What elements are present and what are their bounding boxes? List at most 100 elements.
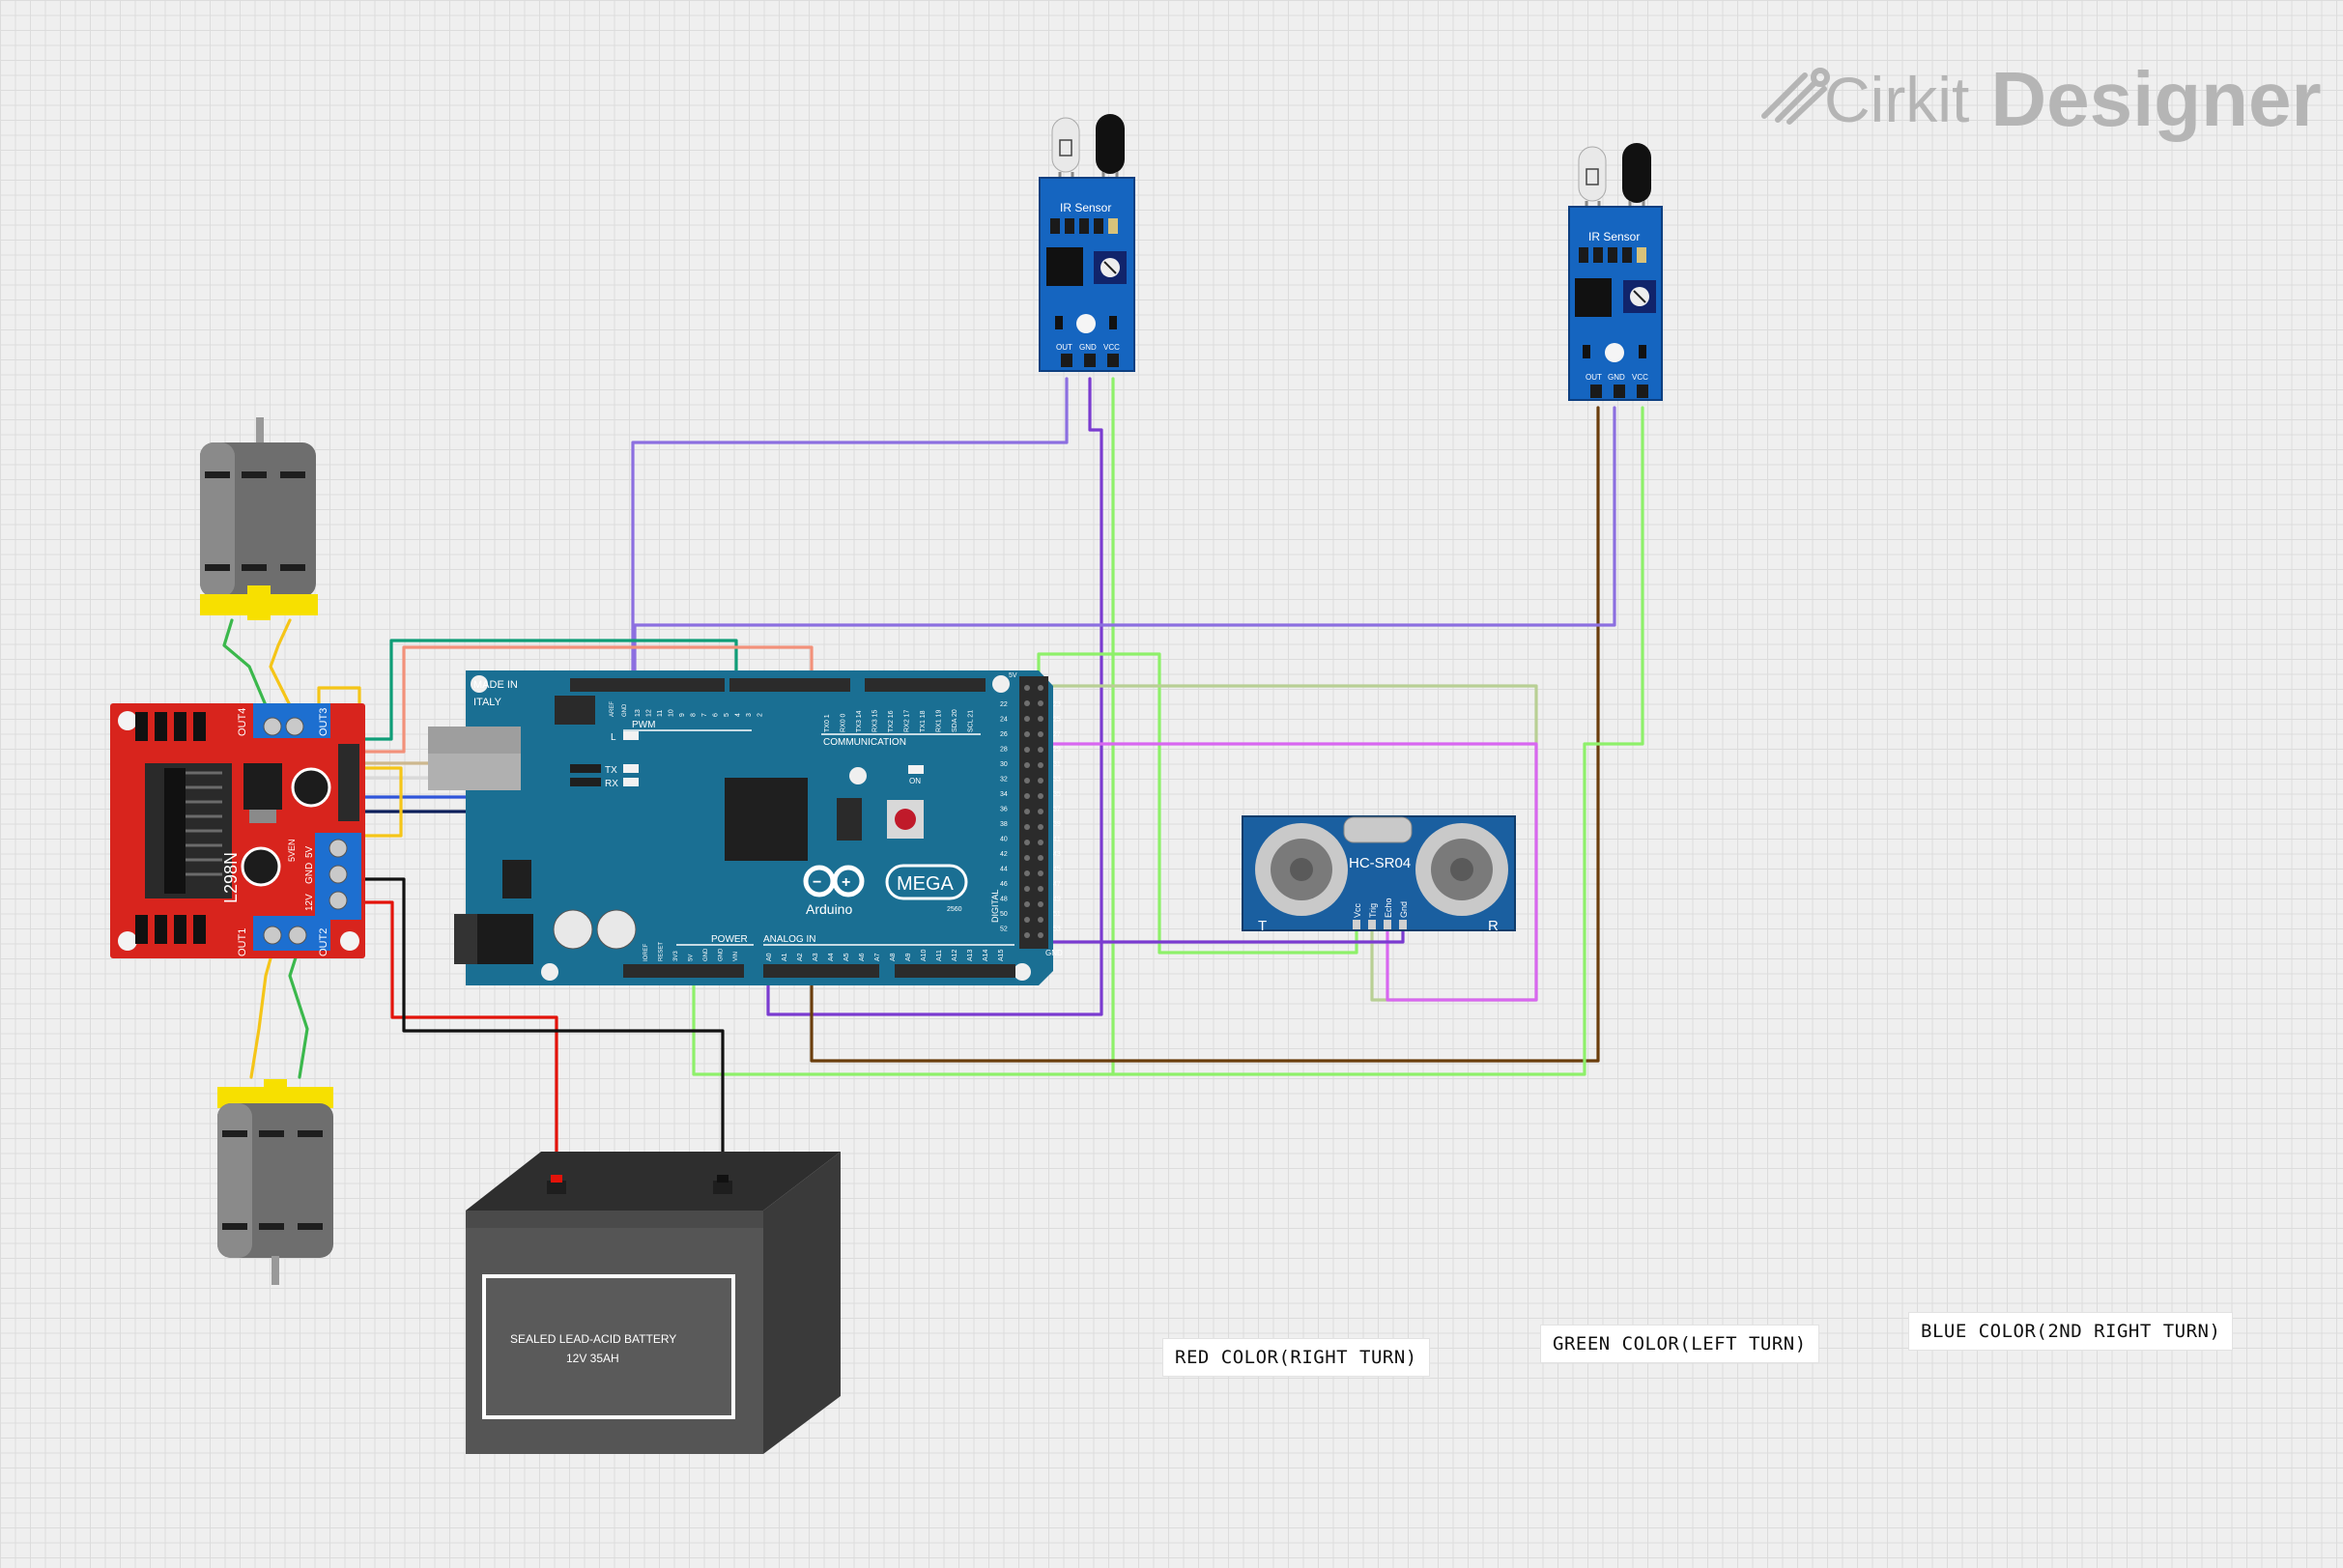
pin-label: 25	[1053, 717, 1061, 724]
driver-hole-br	[340, 931, 359, 951]
v5-digital-label: 5V	[1009, 672, 1017, 679]
dc-motor-top[interactable]	[200, 417, 318, 620]
label-12v: 12V	[304, 894, 315, 911]
led-rx	[623, 778, 639, 786]
pin-label: GND	[703, 948, 709, 961]
reset-button[interactable]	[895, 809, 916, 830]
label-out1: OUT1	[237, 928, 248, 956]
pin-label: 51	[1053, 911, 1061, 918]
wire-in-salmon[interactable]	[357, 645, 814, 754]
header-pwm2[interactable]	[729, 678, 850, 692]
wire-battery-pos[interactable]	[363, 900, 558, 1181]
wire-ir2-gnd[interactable]	[633, 406, 1616, 683]
us-t-label: T	[1258, 918, 1267, 934]
wire-ir1-out[interactable]	[631, 377, 1069, 683]
wire-ir1-vcc[interactable]	[692, 377, 1115, 1076]
label-5v-drv: 5V	[304, 845, 315, 858]
pin-label: RX2 17	[904, 710, 911, 732]
led-tx	[623, 764, 639, 773]
ultrasonic-sensor-hc-sr04[interactable]: HC-SR04 T R Vcc Trig Echo Gnd	[1242, 815, 1516, 934]
header-power[interactable]	[623, 964, 744, 978]
header-analog[interactable]	[763, 964, 879, 978]
power-label: POWER	[711, 934, 748, 945]
pin-label: A2	[797, 953, 804, 961]
pin-label: 3V3	[673, 951, 679, 961]
logo-minus-glyph: −	[813, 874, 821, 891]
pin-label: 41	[1053, 837, 1061, 843]
motor-shaft	[271, 1256, 279, 1285]
header-pwm[interactable]	[570, 678, 725, 692]
gnd-top-label: GND	[622, 703, 628, 717]
driver-diodes	[135, 712, 206, 944]
ir-pin-headers[interactable]	[1590, 385, 1648, 398]
wire-in-teal[interactable]	[357, 639, 738, 741]
pin-label: 9	[679, 713, 686, 717]
us-label: HC-SR04	[1349, 855, 1411, 871]
wire-motor2-green[interactable]	[288, 950, 309, 1079]
arduino-mega[interactable]: − + MEGA Arduino 2560 MADE IN ITALY PWM …	[428, 670, 1063, 985]
pin-label: 32	[1000, 777, 1008, 784]
battery-label-line2: 12V 35AH	[566, 1352, 619, 1365]
pin-label: RESET	[659, 942, 665, 961]
note-green-left-turn[interactable]: GREEN COLOR(LEFT TURN)	[1540, 1325, 1819, 1363]
driver-header-pins[interactable]	[338, 744, 359, 821]
wire-battery-neg[interactable]	[363, 877, 725, 1181]
battery-terminal-negative[interactable]	[713, 1181, 732, 1194]
header-digital[interactable]	[1019, 676, 1048, 949]
screw-icon	[288, 926, 307, 945]
motor-driver-l298n[interactable]: L298N OUT4 OUT3 12V GND 5V 5VEN OUT1 OUT…	[110, 703, 365, 958]
us-pin-headers[interactable]	[1353, 920, 1407, 929]
ir-pin-headers[interactable]	[1061, 354, 1119, 367]
led-l	[623, 731, 639, 740]
driver-chip	[164, 768, 186, 894]
wire-ir1-gnd[interactable]	[766, 377, 1103, 1016]
us-crystal	[1343, 816, 1413, 843]
pin-label: A9	[905, 953, 912, 961]
battery-lead-acid[interactable]: SEALED LEAD-ACID BATTERY 12V 35AH	[466, 1152, 841, 1454]
driver-hole-tl	[118, 711, 137, 730]
pin-label: 26	[1000, 731, 1008, 738]
wire-yellow-side[interactable]	[357, 766, 403, 838]
ir-smd	[1050, 218, 1118, 234]
note-red-right-turn[interactable]: RED COLOR(RIGHT TURN)	[1162, 1338, 1430, 1377]
arduino-infinity-logo-icon	[803, 865, 865, 898]
logo-plus-glyph: +	[842, 874, 850, 891]
wire-us-gnd[interactable]	[1037, 926, 1405, 944]
arduino-hole	[541, 963, 558, 981]
pin-label: 31	[1053, 761, 1061, 768]
ir-led-indicator	[1109, 316, 1117, 329]
ir-sensor-2[interactable]: IR Sensor OUT GND VCC	[1568, 143, 1663, 401]
ir-sensor-title: IR Sensor	[1588, 230, 1640, 243]
communication-label: COMMUNICATION	[823, 737, 906, 748]
wire-ir2-vcc[interactable]	[1111, 406, 1644, 1076]
pin-label: A12	[952, 949, 958, 961]
battery-label-box	[482, 1274, 735, 1419]
dc-motor-bottom[interactable]	[217, 1079, 333, 1285]
pin-label: RX1 19	[936, 710, 943, 732]
made-in-label: MADE IN	[473, 679, 518, 691]
label-out4: OUT4	[237, 708, 248, 736]
wire-motor1-green[interactable]	[222, 618, 268, 707]
wire-motor2-yellow[interactable]	[249, 950, 274, 1079]
aref-label: AREF	[610, 701, 615, 717]
battery-label-line1: SEALED LEAD-ACID BATTERY	[510, 1332, 676, 1346]
pin-label: A13	[967, 949, 974, 961]
l-label: L	[611, 732, 616, 743]
pin-label: 11	[657, 710, 664, 717]
ir-comparator-chip	[1575, 278, 1612, 317]
pin-label: 47	[1053, 881, 1061, 888]
pin-label: SDA 20	[952, 709, 958, 732]
header-analog2[interactable]	[895, 964, 1015, 978]
digital-label: DIGITAL	[990, 890, 1000, 923]
wire-ir2-out[interactable]	[810, 406, 1600, 1063]
pin-label: 50	[1000, 911, 1008, 918]
wire-us-echo[interactable]	[1037, 742, 1538, 1002]
pin-label: 6	[713, 713, 720, 717]
battery-terminal-positive[interactable]	[547, 1181, 566, 1194]
wire-motor1-yellow[interactable]	[269, 618, 292, 707]
ir-pot-slot	[1633, 290, 1646, 303]
note-blue-2nd-right-turn[interactable]: BLUE COLOR(2ND RIGHT TURN)	[1908, 1312, 2234, 1351]
ir-sensor-1[interactable]: IR Sensor OUT GND VCC	[1039, 114, 1135, 372]
header-comm[interactable]	[865, 678, 986, 692]
wire-us-vcc[interactable]	[1037, 652, 1358, 955]
